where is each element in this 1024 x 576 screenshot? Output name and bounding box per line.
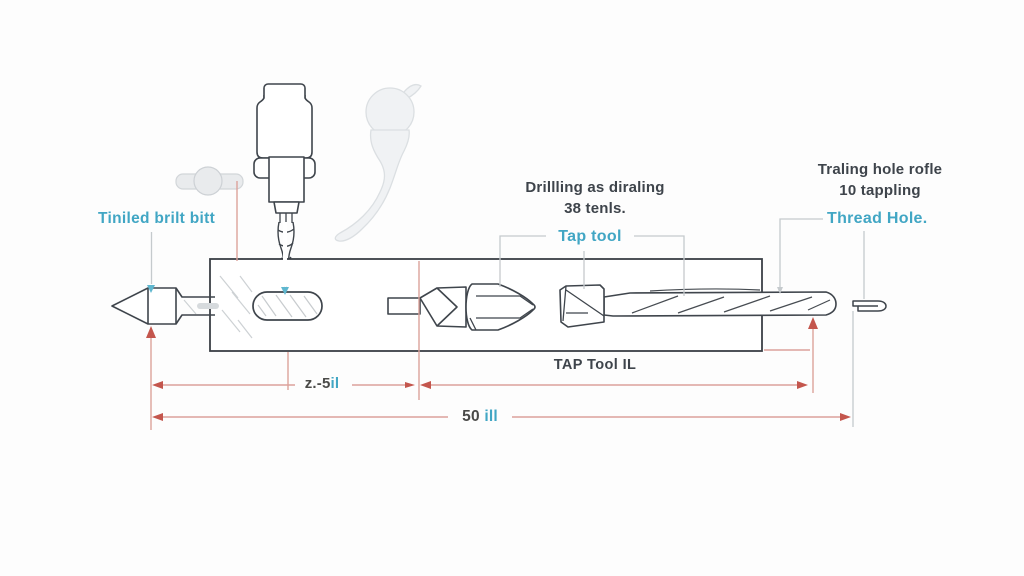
dimension-mid-value: z.-5il	[305, 375, 340, 392]
note-drilling-line1: Drillling as diraling	[525, 179, 665, 196]
tap-wrench-shape	[559, 284, 837, 328]
dimension-mid-accent: il	[330, 375, 340, 392]
t-handle-icon	[175, 166, 244, 196]
note-drilling-line2: 38 tenls.	[564, 200, 626, 217]
dimension-total-value: 50 ill	[462, 408, 498, 426]
label-thread-hole: Thread Hole.	[827, 210, 928, 227]
ghost-dash	[197, 303, 219, 309]
tap-tool-shape	[387, 283, 536, 331]
leader-arrow	[777, 287, 783, 294]
dimension-lines	[150, 181, 846, 430]
note-tapping: Traling hole rofle 10 tappling	[818, 159, 942, 201]
dimension-mid-dark: z.-5	[304, 375, 331, 392]
dimension-total-dark: 50	[462, 408, 480, 425]
label-drill-bit: Tiniled brilt bitt	[98, 210, 216, 227]
dimension-total-accent: ill	[484, 408, 498, 425]
note-tapping-line1: Traling hole rofle	[817, 161, 943, 178]
note-drilling: Drillling as diraling 38 tenls.	[525, 177, 664, 219]
label-tap-tool-length: TAP Tool IL	[553, 357, 637, 373]
note-tapping-line2: 10 tappling	[839, 182, 921, 199]
ghost-tool-icon	[334, 84, 422, 242]
thread-insert-shape	[852, 300, 887, 312]
contact-arrows	[147, 285, 289, 295]
pilot-drill-tool	[111, 287, 215, 325]
drilled-slot	[252, 222, 323, 321]
label-tap-tool: Tap tool	[558, 228, 622, 245]
dimension-arrows	[146, 317, 851, 421]
leader-lines	[150, 218, 865, 427]
